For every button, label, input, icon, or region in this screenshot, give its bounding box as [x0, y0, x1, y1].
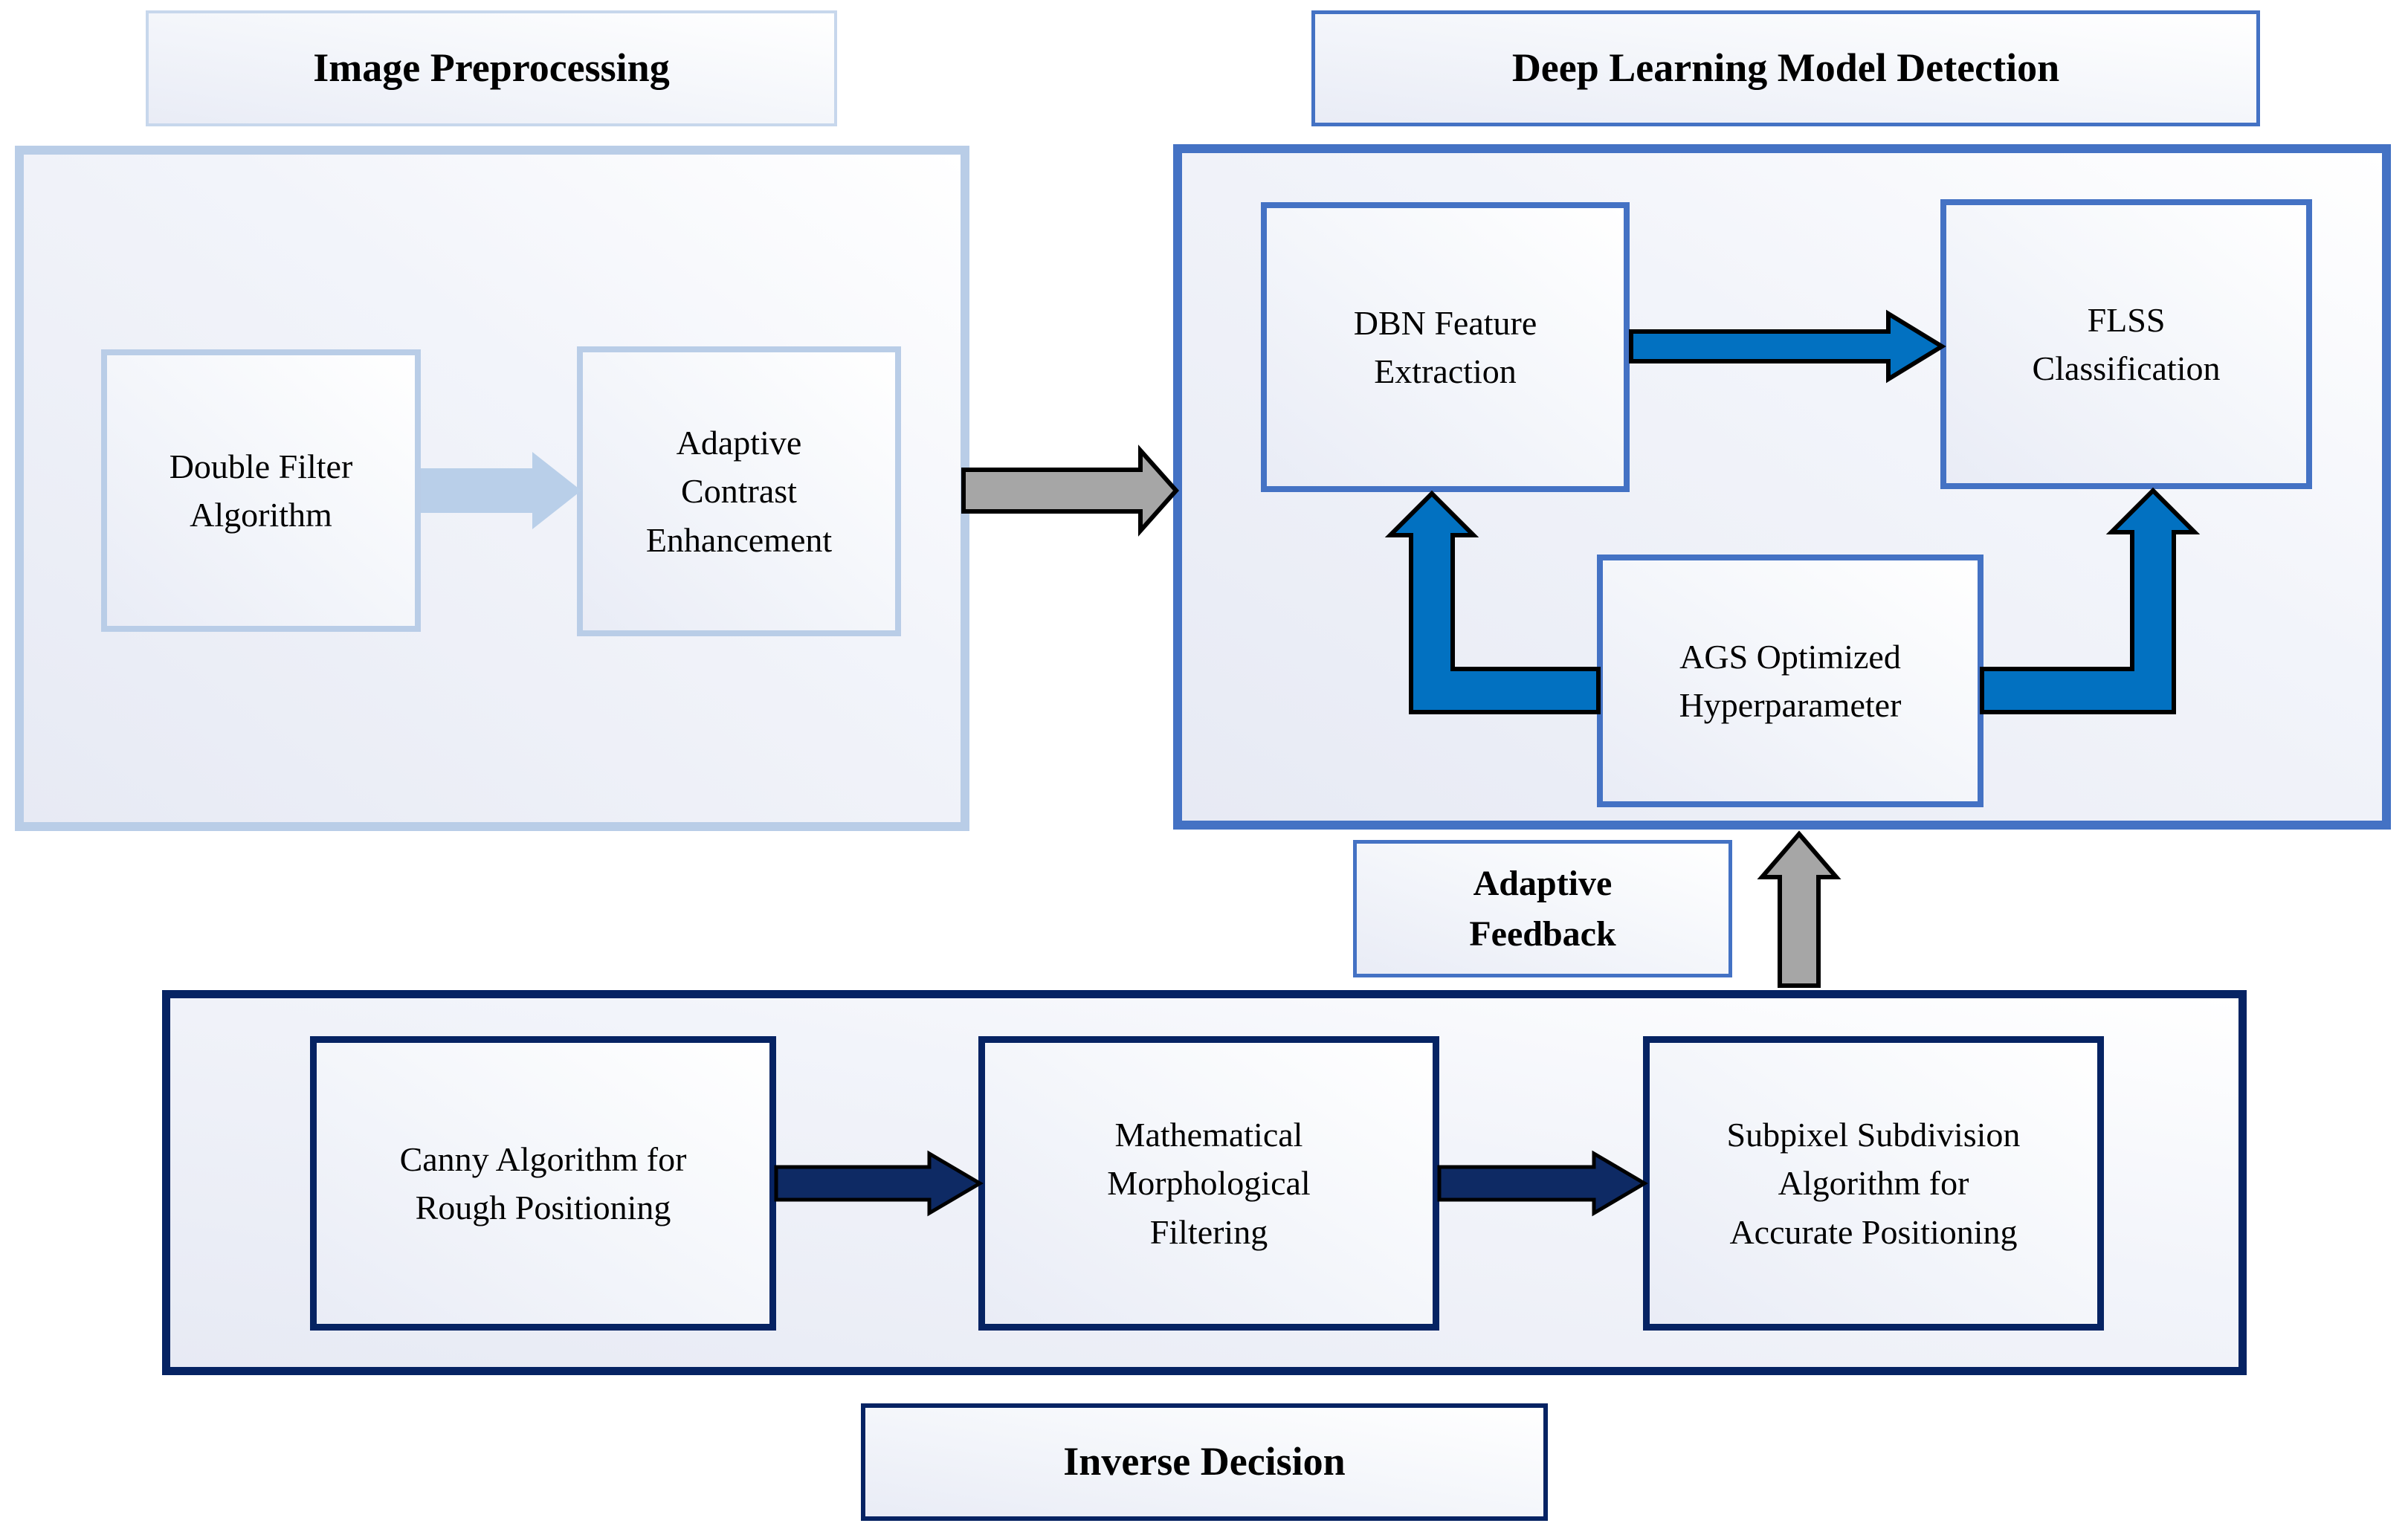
inverse-decision-title-text: Inverse Decision — [1063, 1439, 1346, 1484]
double-filter-to-adaptive-contrast-arrow — [421, 452, 581, 529]
preprocessing-to-deep-learning-arrow — [961, 445, 1180, 537]
section-title-inverse-decision: Inverse Decision — [861, 1403, 1548, 1521]
canny-to-morphological-arrow — [774, 1150, 984, 1217]
section-title-deep-learning-model-detection: Deep Learning Model Detection — [1311, 10, 2260, 126]
morphological-to-subpixel-arrow — [1437, 1150, 1648, 1217]
deep-learning-title-text: Deep Learning Model Detection — [1511, 45, 2060, 91]
section-title-image-preprocessing: Image Preprocessing — [146, 10, 837, 126]
image-preprocessing-title-text: Image Preprocessing — [313, 45, 670, 91]
inverse-decision-to-deep-learning-arrow — [1757, 830, 1841, 988]
ags-to-dbn-arrow — [1384, 490, 1601, 714]
dbn-to-flss-arrow — [1629, 309, 1946, 384]
ags-to-flss-arrow — [1980, 487, 2201, 714]
